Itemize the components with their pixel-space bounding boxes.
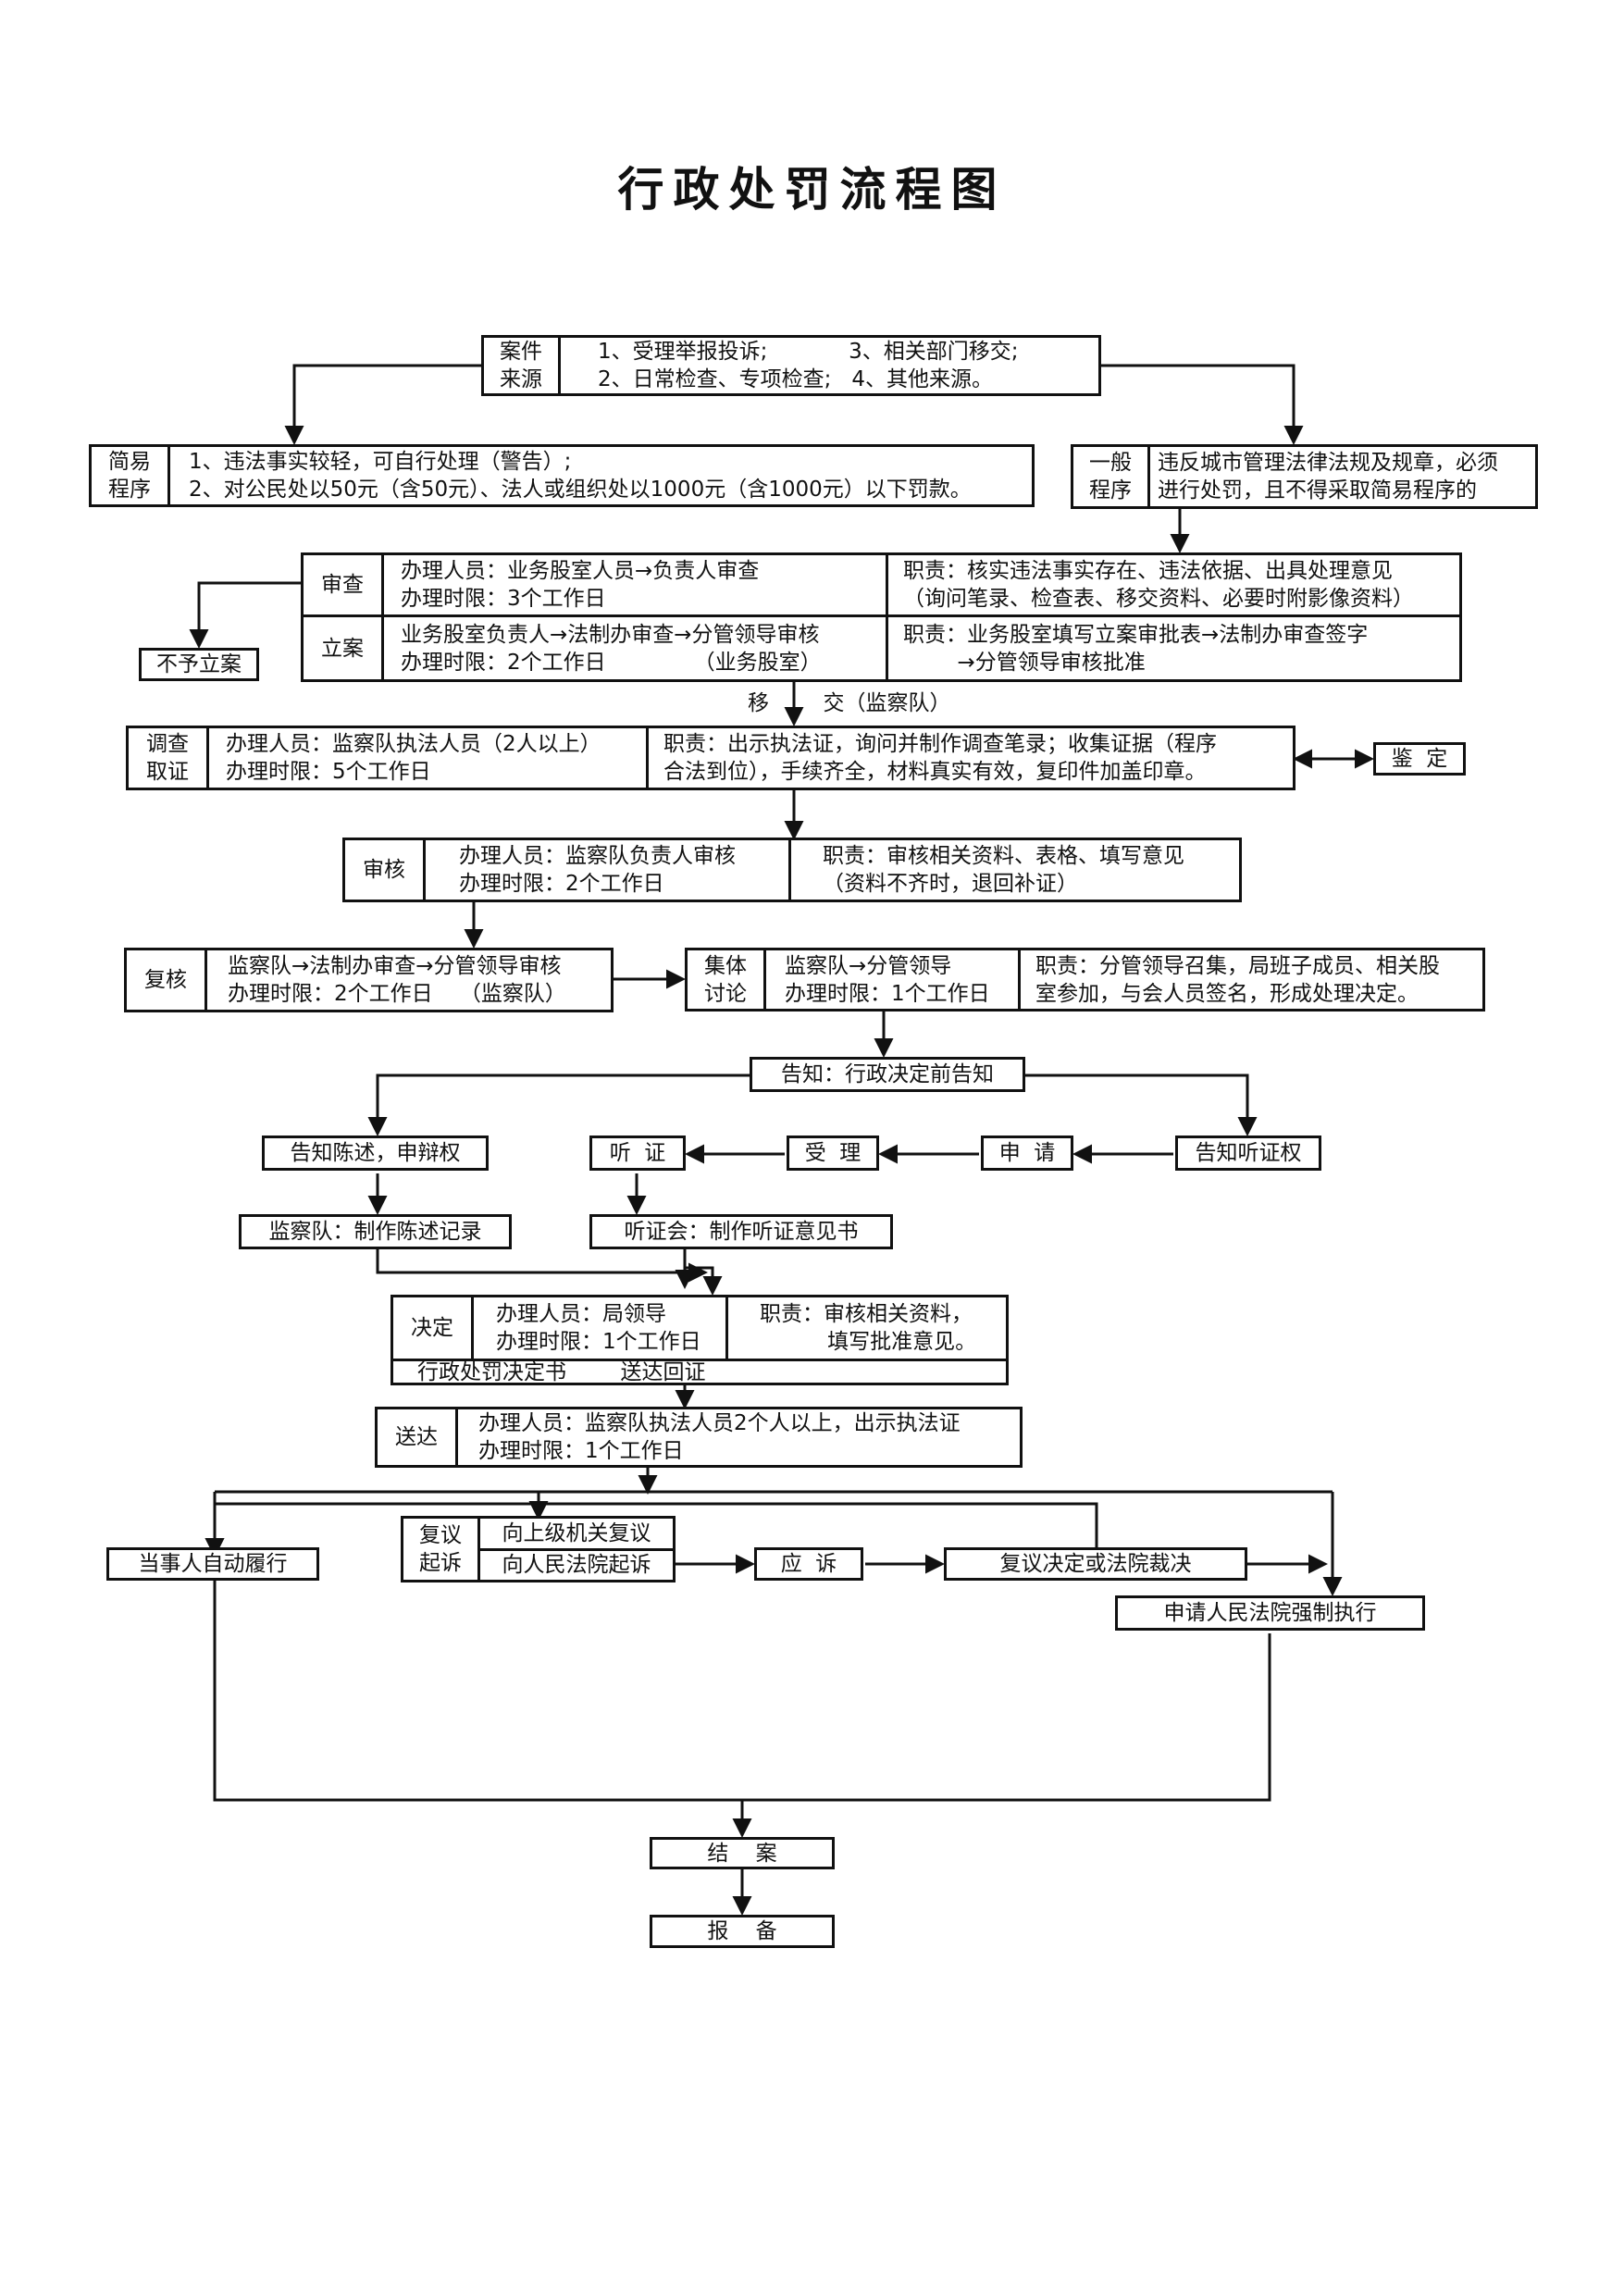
line-self-down — [213, 1580, 1271, 1802]
investigation-duty: 职责：出示执法证，询问并制作调查笔录；收集证据（程序 合法到位），手续齐全，材料… — [646, 728, 1293, 788]
audit-box: 审核 办理人员：监察队负责人审核 办理时限：2个工作日 职责：审核相关资料、表格… — [342, 838, 1242, 902]
statement-record-box: 监察队：制作陈述记录 — [239, 1214, 512, 1249]
page-title: 行政处罚流程图 — [617, 162, 1007, 217]
collective-discussion-box: 集体 讨论 监察队→分管领导 办理时限：1个工作日 职责：分管领导召集，局班子成… — [685, 948, 1485, 1011]
appeal-option-lawsuit: 向人民法院起诉 — [502, 1553, 651, 1578]
arrow-source-to-simple — [284, 364, 481, 445]
filing-handler: 业务股室负责人→法制办审查→分管领导审核 办理时限：2个工作日 （业务股室） — [381, 617, 886, 679]
appeal-options: 向上级机关复议 向人民法院起诉 — [477, 1519, 673, 1580]
arrow-record-to-decision — [376, 1249, 708, 1283]
audit-handler: 办理人员：监察队负责人审核 办理时限：2个工作日 — [423, 840, 788, 900]
case-source-label: 案件 来源 — [500, 340, 542, 391]
transfer-label: 移 交（监察队） — [748, 691, 951, 715]
collective-handler: 监察队→分管领导 办理时限：1个工作日 — [763, 950, 1018, 1009]
self-perform-box: 当事人自动履行 — [106, 1547, 319, 1581]
simple-procedure-text: 1、违法事实较轻，可自行处理（警告）; 2、对公民处以50元（含50元）、法人或… — [167, 447, 1032, 504]
apply-box: 申 请 — [981, 1136, 1073, 1171]
review-label: 审查 — [321, 573, 364, 597]
decision-footer-box: 行政处罚决定书 送达回证 — [391, 1359, 1009, 1385]
delivery-label: 送达 — [395, 1425, 438, 1449]
decision-documents: 行政处罚决定书 送达回证 — [417, 1360, 706, 1384]
filing-duty: 职责：业务股室填写立案审批表→法制办审查签字 →分管领导审核批准 — [886, 617, 1459, 679]
accept-box: 受 理 — [787, 1136, 879, 1171]
notice-box: 告知：行政决定前告知 — [750, 1057, 1025, 1092]
line-result-return — [215, 1502, 1098, 1555]
delivery-text: 办理人员：监察队执法人员2个人以上，出示执法证 办理时限：1个工作日 — [455, 1409, 1020, 1465]
case-source-line: 2、日常检查、专项检查; 4、其他来源。 — [598, 367, 993, 391]
collective-label: 集体 讨论 — [704, 953, 747, 1006]
simple-procedure-box: 简易 程序 1、违法事实较轻，可自行处理（警告）; 2、对公民处以50元（含50… — [89, 444, 1035, 507]
appeal-option-review: 向上级机关复议 — [480, 1519, 673, 1551]
general-procedure-box: 一般 程序 违反城市管理法律法规及规章，必须 进行处罚，且不得采取简易程序的 — [1071, 444, 1538, 509]
arrow-review-to-nofiling — [189, 581, 301, 649]
decision-handler: 办理人员：局领导 办理时限：1个工作日 — [471, 1297, 725, 1359]
hearing-right-box: 告知听证权 — [1175, 1136, 1321, 1171]
filing-box: 立案 业务股室负责人→法制办审查→分管领导审核 办理时限：2个工作日 （业务股室… — [301, 614, 1462, 682]
recheck-label: 复核 — [144, 968, 187, 992]
hearing-opinion-box: 听证会：制作听证意见书 — [589, 1214, 893, 1249]
no-filing-box: 不予立案 — [139, 648, 259, 681]
investigation-handler: 办理人员：监察队执法人员（2人以上） 办理时限：5个工作日 — [206, 728, 646, 788]
appeal-result-box: 复议决定或法院裁决 — [944, 1547, 1247, 1581]
audit-label: 审核 — [363, 858, 405, 882]
arrow-source-to-general — [1101, 364, 1304, 445]
appeal-box: 复议 起诉 向上级机关复议 向人民法院起诉 — [401, 1516, 676, 1582]
simple-procedure-label: 简易 程序 — [108, 450, 151, 502]
file-report-box: 报 备 — [650, 1915, 835, 1948]
decision-duty: 职责：审核相关资料， 填写批准意见。 — [725, 1297, 1006, 1359]
investigation-box: 调查 取证 办理人员：监察队执法人员（2人以上） 办理时限：5个工作日 职责：出… — [126, 726, 1295, 790]
case-source-line: 1、受理举报投诉; 3、相关部门移交; — [598, 340, 1019, 364]
close-case-box: 结 案 — [650, 1837, 835, 1869]
general-procedure-text: 违反城市管理法律法规及规章，必须 进行处罚，且不得采取简易程序的 — [1147, 447, 1535, 506]
arrow-opinion-to-decision-right — [685, 1266, 723, 1296]
decision-label: 决定 — [411, 1316, 453, 1340]
appraisal-box: 鉴 定 — [1373, 742, 1466, 776]
recheck-box: 复核 监察队→法制办审查→分管领导审核 办理时限：2个工作日 （监察队） — [124, 948, 614, 1012]
decision-box: 决定 办理人员：局领导 办理时限：1个工作日 职责：审核相关资料， 填写批准意见… — [391, 1295, 1009, 1361]
arrow-notice-to-hearingright — [1025, 1074, 1258, 1136]
enforce-box: 申请人民法院强制执行 — [1115, 1595, 1425, 1631]
review-handler: 办理人员：业务股室人员→负责人审查 办理时限：3个工作日 — [381, 555, 886, 614]
statement-right-box: 告知陈述，申辩权 — [262, 1136, 489, 1171]
appeal-label: 复议 起诉 — [419, 1523, 462, 1575]
arrow-notice-to-statement — [367, 1074, 750, 1136]
delivery-box: 送达 办理人员：监察队执法人员2个人以上，出示执法证 办理时限：1个工作日 — [375, 1407, 1023, 1468]
review-duty: 职责：核实违法事实存在、违法依据、出具处理意见 （询问笔录、检查表、移交资料、必… — [886, 555, 1459, 614]
hearing-box: 听 证 — [589, 1136, 686, 1171]
audit-duty: 职责：审核相关资料、表格、填写意见 （资料不齐时，退回补证） — [788, 840, 1239, 900]
review-box: 审查 办理人员：业务股室人员→负责人审查 办理时限：3个工作日 职责：核实违法事… — [301, 552, 1462, 617]
case-source-box: 案件 来源 1、受理举报投诉; 3、相关部门移交; 2、日常检查、专项检查; 4… — [481, 335, 1101, 396]
case-source-list: 1、受理举报投诉; 3、相关部门移交; 2、日常检查、专项检查; 4、其他来源。 — [558, 338, 1098, 393]
general-procedure-label: 一般 程序 — [1089, 451, 1132, 503]
collective-duty: 职责：分管领导召集，局班子成员、相关股 室参加，与会人员签名，形成处理决定。 — [1018, 950, 1482, 1009]
investigation-label: 调查 取证 — [146, 732, 189, 784]
filing-label: 立案 — [321, 636, 364, 661]
respond-box: 应 诉 — [754, 1547, 863, 1581]
recheck-text: 监察队→法制办审查→分管领导审核 办理时限：2个工作日 （监察队） — [205, 950, 611, 1010]
